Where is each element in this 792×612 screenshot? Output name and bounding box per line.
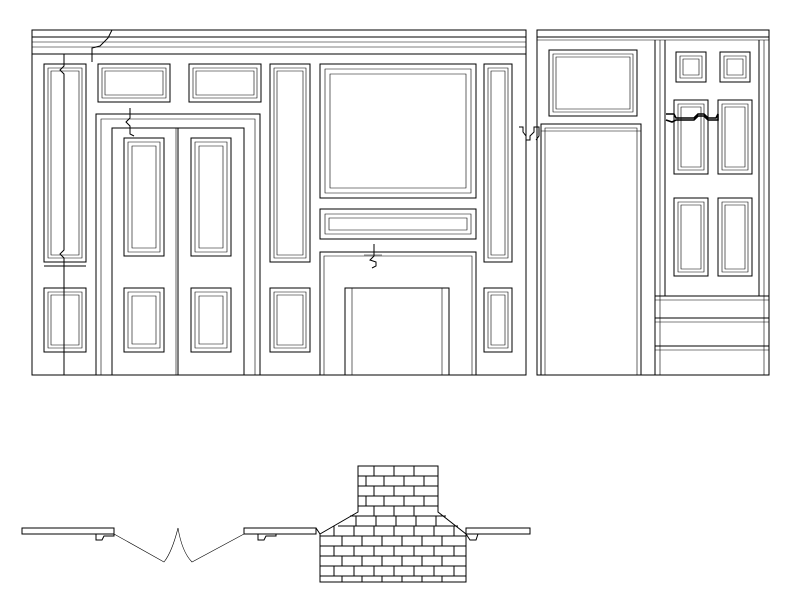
left-low-panel [44, 288, 86, 352]
left-tall-panel [44, 64, 86, 262]
plan-wall-left [22, 528, 114, 540]
brick-coursing [320, 466, 466, 582]
right-wall-dado [655, 296, 769, 350]
plan-wall-middle [244, 528, 326, 540]
transom-panel-right [189, 64, 261, 102]
cupboard-lower-panel-left [674, 198, 708, 276]
right-low-panel [484, 288, 512, 352]
cupboard-rail-section [666, 114, 718, 122]
corner-cornice-profile [519, 127, 539, 140]
plan-door-swing [114, 528, 244, 562]
cupboard-small-panel-left [676, 52, 706, 82]
mid-tall-panel [270, 64, 310, 262]
mantel-section-break [370, 244, 376, 268]
right-doorway [541, 124, 641, 375]
left-wall-cornice [32, 37, 526, 54]
fireplace-surround [320, 244, 476, 375]
floor-plan [22, 466, 530, 582]
right-wall-cornice [537, 37, 769, 40]
cupboard-upper-panel-left [674, 100, 708, 174]
overmantel-panel [320, 64, 476, 198]
firebox-opening [345, 288, 449, 375]
plan-chimney-stack [320, 466, 466, 582]
transom-panel-left [98, 64, 170, 102]
door-section-break [126, 108, 134, 136]
door-leaf-left-upper-panel [124, 138, 164, 256]
mid-low-panel [270, 288, 310, 352]
right-transom-panel [549, 50, 637, 116]
mantel-frieze-panel [320, 209, 476, 239]
double-door [96, 108, 260, 375]
right-tall-panel [484, 64, 512, 262]
left-wall-elevation [32, 30, 526, 375]
cupboard-upper-panel-right [718, 100, 752, 174]
cupboard-small-panel-right [720, 52, 750, 82]
plan-wall-right [466, 528, 530, 540]
right-wall-outline [537, 30, 769, 375]
right-wall-stile [655, 40, 764, 375]
cupboard-lower-panel-right [718, 198, 752, 276]
cornice-section-break [92, 30, 114, 62]
left-panel-break-line [60, 54, 64, 375]
left-wall-outline [32, 30, 526, 375]
right-wall-elevation [537, 30, 769, 375]
door-leaf-right-lower-panel [191, 288, 231, 352]
door-leaf-left-lower-panel [124, 288, 164, 352]
door-leaf-right-upper-panel [191, 138, 231, 256]
